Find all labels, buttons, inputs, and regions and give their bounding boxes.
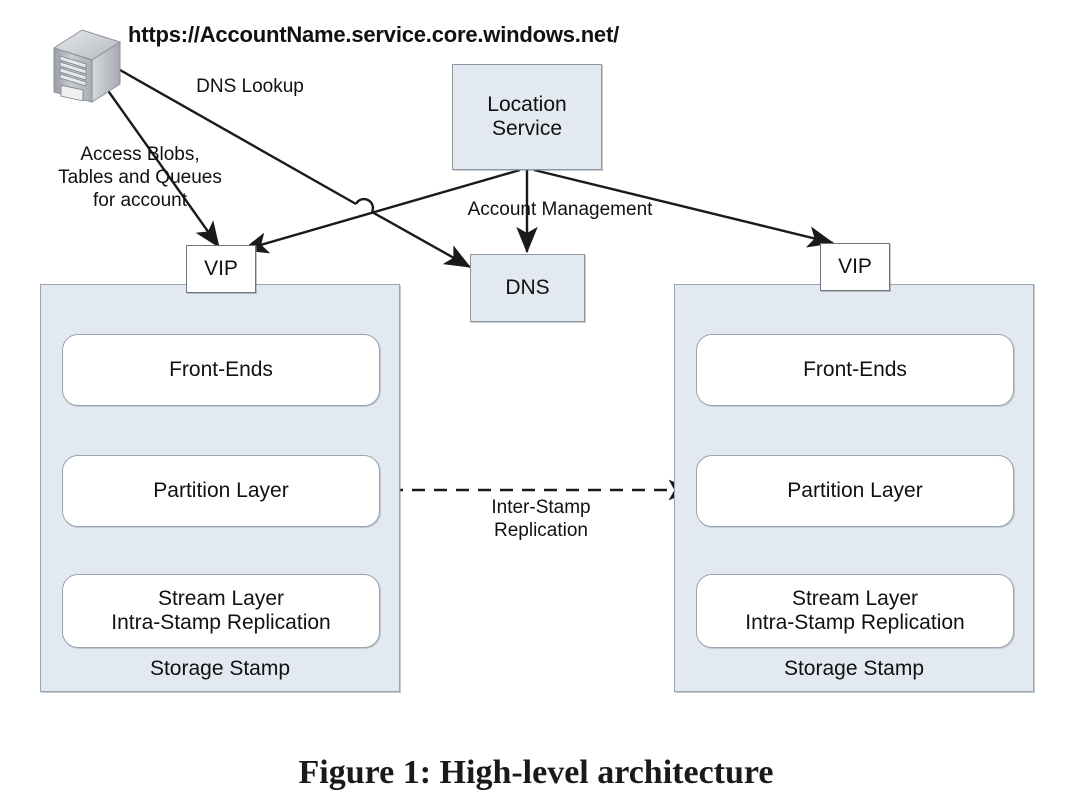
partition-layer-box-left[interactable]: Partition Layer (62, 455, 380, 527)
front-ends-box-left[interactable]: Front-Ends (62, 334, 380, 406)
label-inter-stamp-replication: Inter-Stamp Replication (491, 497, 591, 542)
location-service-box[interactable]: Location Service (452, 64, 602, 170)
server-tower-icon (46, 22, 124, 108)
stream-layer-right-line1: Stream Layer (791, 586, 919, 610)
edge-server-to-dns-hop (354, 197, 375, 213)
stream-layer-left-label: Stream Layer Intra-Stamp Replication (111, 587, 330, 636)
stream-layer-right-line2: Intra-Stamp Replication (745, 611, 965, 634)
storage-stamp-left-title: Storage Stamp (149, 656, 291, 680)
figure-caption: Figure 1: High-level architecture (298, 754, 774, 791)
stream-layer-left-line1: Stream Layer (157, 586, 285, 610)
front-ends-box-right[interactable]: Front-Ends (696, 334, 1014, 406)
stream-layer-right-label: Stream Layer Intra-Stamp Replication (745, 587, 964, 636)
location-service-line2: Service (491, 117, 563, 140)
account-url-title: https://AccountName.service.core.windows… (128, 22, 620, 47)
partition-layer-box-right[interactable]: Partition Layer (696, 455, 1014, 527)
label-access-blobs: Access Blobs, Tables and Queues for acco… (58, 144, 222, 212)
vip-box-right[interactable]: VIP (820, 243, 890, 291)
vip-box-left[interactable]: VIP (186, 245, 256, 293)
stream-layer-box-right[interactable]: Stream Layer Intra-Stamp Replication (696, 574, 1014, 648)
location-service-label: Location Service (487, 93, 566, 142)
location-service-line1: Location (487, 92, 567, 116)
label-dns-lookup: DNS Lookup (196, 76, 304, 97)
stream-layer-box-left[interactable]: Stream Layer Intra-Stamp Replication (62, 574, 380, 648)
label-account-management: Account Management (467, 199, 653, 220)
stream-layer-left-line2: Intra-Stamp Replication (111, 611, 331, 634)
storage-stamp-right-title: Storage Stamp (783, 656, 925, 680)
dns-box[interactable]: DNS (470, 254, 585, 322)
